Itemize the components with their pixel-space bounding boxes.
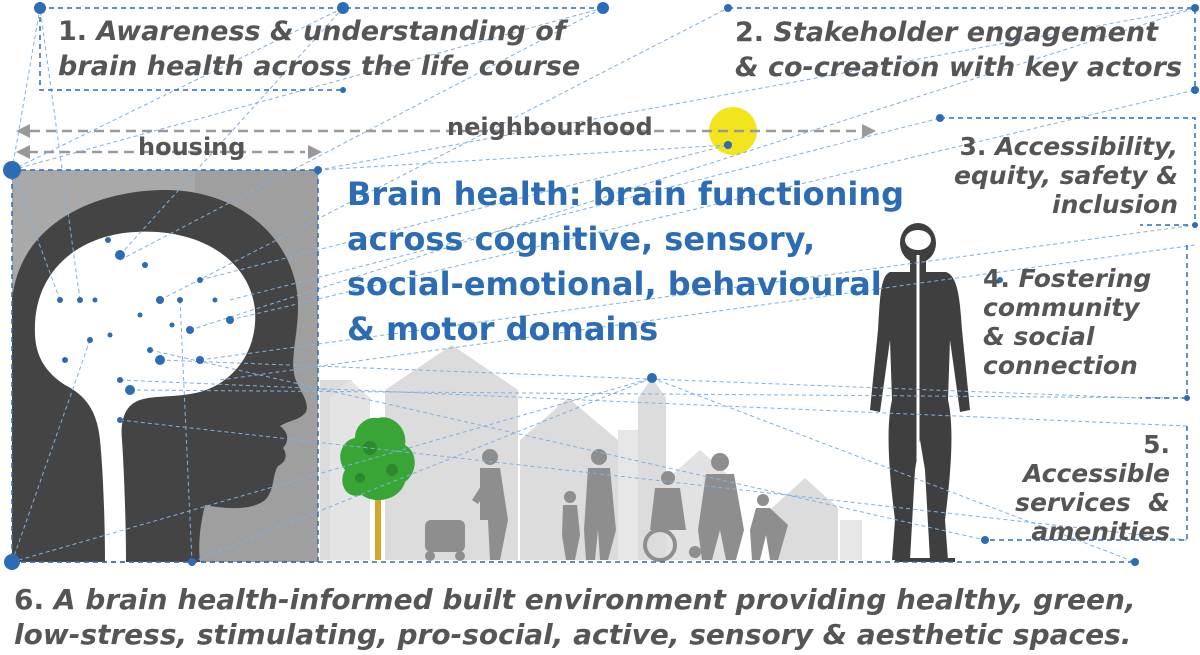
pillar-4-line-2: community [983, 293, 1140, 322]
pillar-2-stakeholder-engagement: 2. Stakeholder engagement & co-creation … [735, 15, 1182, 85]
neighbourhood-label: neighbourhood [447, 113, 653, 141]
pillar-5-line-2: services & [1015, 488, 1170, 517]
housing-arrow [16, 145, 322, 159]
pillar-3-line-2: equity, safety & [953, 161, 1178, 190]
pillar-5-line-3: amenities [1031, 517, 1170, 546]
pillar-4-community: 4. Fostering community & social connecti… [983, 264, 1151, 380]
pillar-2-line-2: & co-creation with key actors [735, 52, 1182, 83]
definition-line-2: across cognitive, sensory, [347, 220, 816, 258]
head-silhouette [12, 190, 307, 562]
pillar-6-number: 6. [14, 583, 45, 616]
pillar-2-line-1: Stakeholder engagement [773, 17, 1159, 48]
housing-label: housing [138, 133, 246, 161]
pillar-1-number: 1. [58, 16, 88, 47]
definition-line-3: social-emotional, behavioural [347, 265, 882, 303]
people-silhouettes [425, 449, 788, 562]
pillar-3-line-1: Accessibility, [995, 132, 1178, 161]
network-lines [11, 7, 1196, 563]
pillar-6-built-environment: 6. A brain health-informed built environ… [14, 582, 1136, 652]
definition-line-1: Brain health: brain functioning [347, 175, 905, 213]
dashed-frames [11, 7, 1196, 563]
pillar-5-number: 5. [1143, 430, 1170, 459]
neighbourhood-arrow [16, 124, 876, 138]
pillar-5-line-1: Accessible [1023, 459, 1170, 488]
pillar-3-line-3: inclusion [1052, 190, 1178, 219]
pillar-1-line-2: brain health across the life course [58, 51, 581, 82]
pillar-3-number: 3. [959, 132, 987, 161]
pillar-4-line-3: & social [983, 322, 1095, 351]
brain-health-definition: Brain health: brain functioning across c… [347, 172, 904, 352]
pillar-5-services: 5. Accessible services & amenities [990, 430, 1170, 546]
pillar-1-line-1: Awareness & understanding of [96, 16, 566, 47]
network-nodes [3, 2, 1199, 570]
pillar-6-line-1: A brain health-informed built environmen… [53, 583, 1136, 616]
pillar-1-awareness: 1. Awareness & understanding of brain he… [58, 14, 580, 84]
pillar-2-number: 2. [735, 17, 765, 48]
body-silhouette [870, 223, 970, 562]
pillar-4-number: 4. [983, 264, 1010, 293]
pillar-4-line-1: Fostering [1018, 264, 1152, 293]
sun [709, 107, 757, 155]
definition-line-4: & motor domains [347, 310, 659, 348]
pillar-6-line-2: low-stress, stimulating, pro-social, act… [14, 618, 1132, 651]
pillar-4-line-4: connection [983, 351, 1138, 380]
tree-illustration [340, 417, 415, 560]
pillar-3-accessibility: 3. Accessibility, equity, safety & inclu… [954, 132, 1178, 219]
